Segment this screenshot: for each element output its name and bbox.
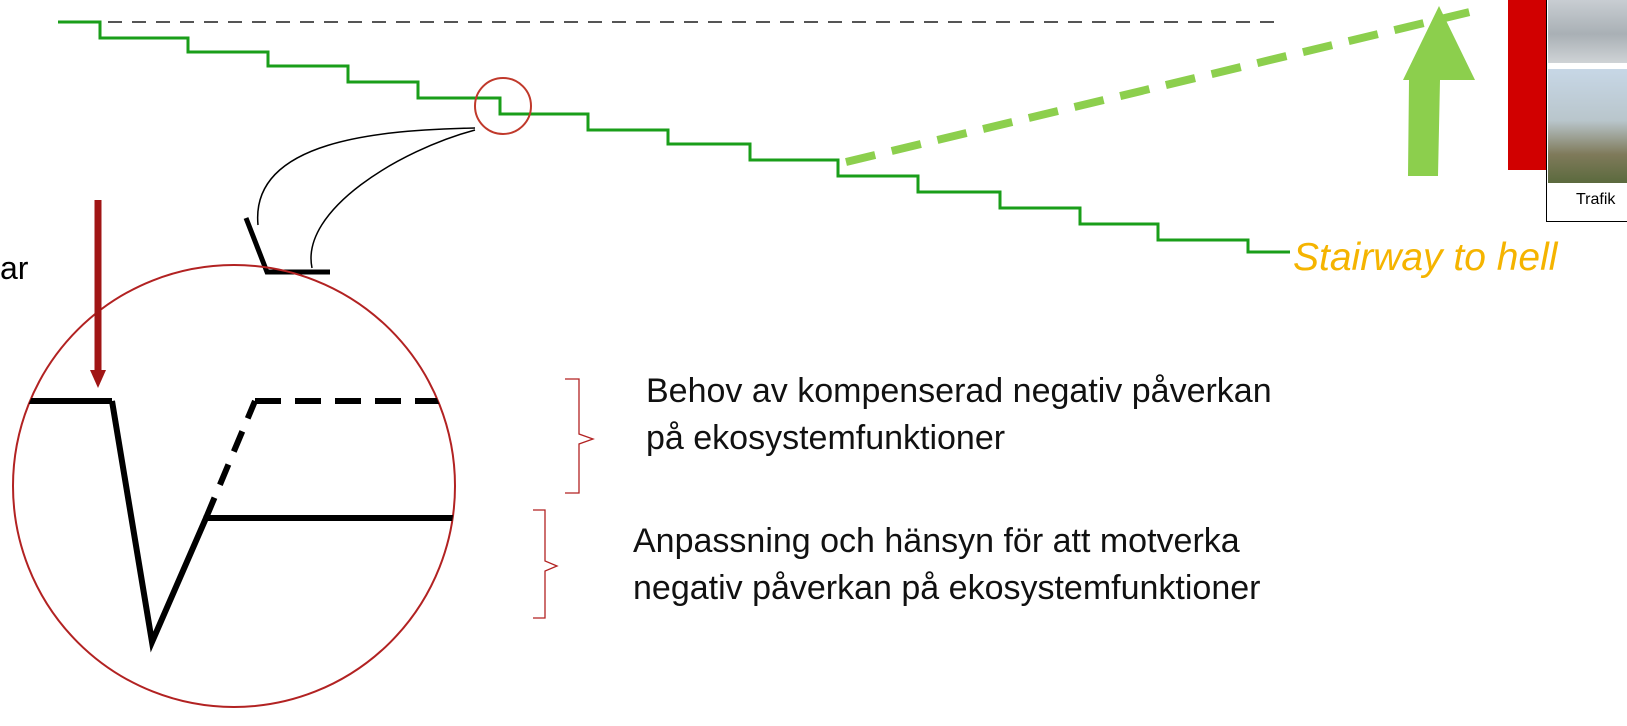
zoom-compensation-dashed-rise [203,399,258,520]
red-impact-bar [1508,0,1546,170]
mitigation-text: Anpassning och hänsyn för att motverka n… [633,518,1260,612]
down-arrow-icon [90,370,106,388]
step-highlight-circle [474,77,532,135]
recovery-projection-dashed-line [845,6,1479,166]
stairway-label: Stairway to hell [1293,236,1558,279]
brace-mitigation [533,509,559,619]
compensated-impact-line-2: på ekosystemfunktioner [646,419,1006,457]
side-text-fragment: ar [0,250,29,286]
green-staircase-line [58,20,1290,254]
zoom-impact-dip-line [109,400,455,653]
photo-panel: Trafik [1546,0,1627,222]
mitigation-line-2: negativ påverkan på ekosystemfunktioner [633,569,1261,607]
up-arrow-icon [1403,6,1475,176]
magnified-step-sketch [243,217,330,275]
compensated-impact-line-1: Behov av kompenserad negativ påverkan [646,372,1272,410]
compensated-impact-text: Behov av kompenserad negativ påverkan på… [646,368,1272,462]
zoom-connector-outer-curve [257,127,476,226]
avenue-trees-photo [1548,69,1627,183]
zoom-connector-inner-curve [310,129,476,269]
road-winter-photo [1548,0,1627,63]
photo-caption: Trafik [1576,191,1616,208]
zoom-detail-circle [12,264,456,708]
brace-compensated-impact [565,378,595,494]
mitigation-line-1: Anpassning och hänsyn för att motverka [633,522,1240,560]
